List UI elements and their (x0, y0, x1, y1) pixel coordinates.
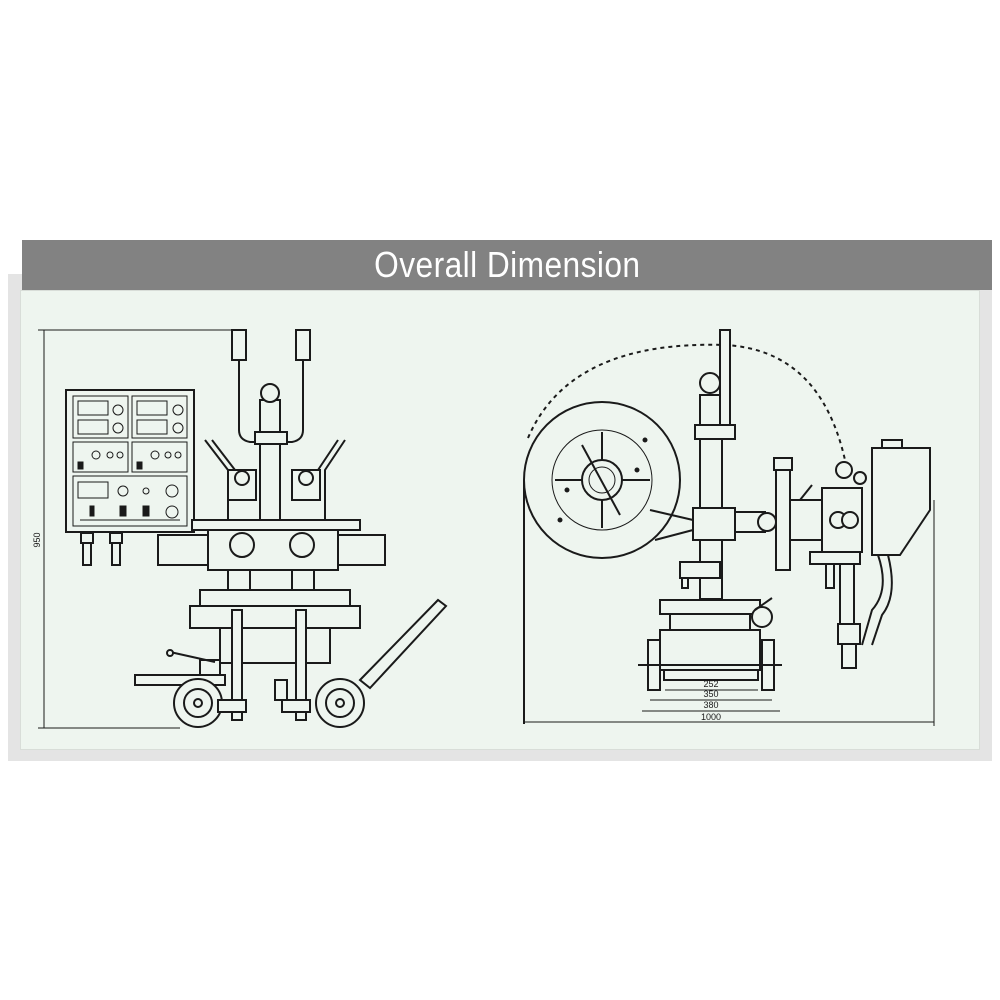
side-carriage (638, 561, 782, 691)
torch-head (789, 461, 893, 669)
mast-assembly (204, 329, 346, 551)
side-view: 252 350 380 1000 (523, 329, 935, 726)
wire-reel (523, 401, 681, 724)
control-box (65, 389, 195, 566)
title-bar: Overall Dimension (22, 240, 992, 290)
carriage (134, 598, 448, 728)
dimension-350: 350 (703, 689, 718, 699)
front-view: 950 (32, 329, 448, 729)
page-title: Overall Dimension (373, 244, 641, 285)
dimension-1000: 1000 (701, 712, 721, 722)
dimension-380: 380 (703, 700, 718, 710)
column (649, 329, 793, 600)
height-label: 950 (32, 532, 42, 547)
wire-heads (157, 469, 386, 611)
dimension-252: 252 (703, 679, 718, 689)
height-dimension: 950 (32, 329, 240, 729)
flux-hopper (871, 439, 931, 556)
side-dimensions: 252 350 380 1000 (524, 500, 935, 726)
